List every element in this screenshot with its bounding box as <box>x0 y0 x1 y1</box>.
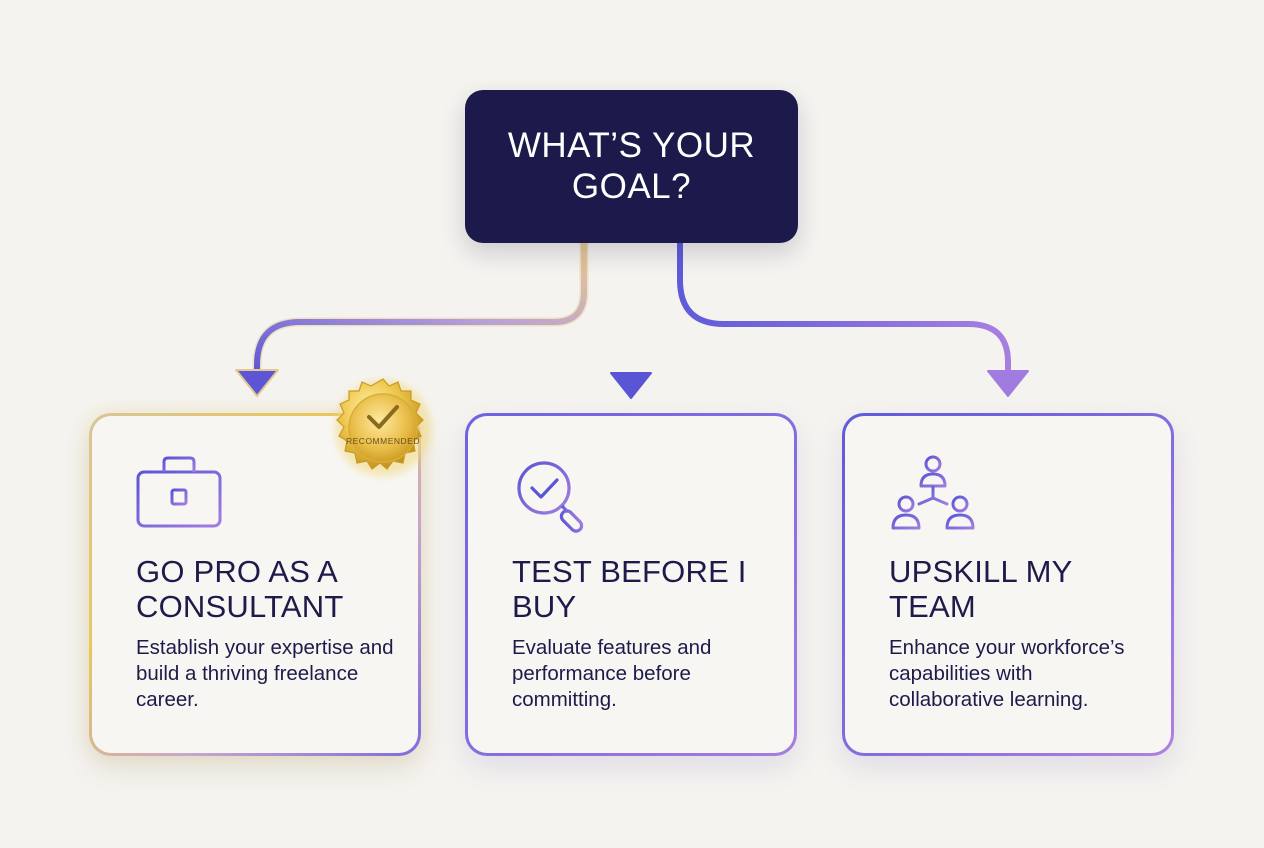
briefcase-icon <box>136 456 222 528</box>
recommended-badge-label: RECOMMENDED <box>346 436 420 446</box>
goal-title: WHAT’S YOUR GOAL? <box>507 125 756 206</box>
recommended-seal <box>335 378 431 476</box>
option-card-team[interactable]: UPSKILL MY TEAM Enhance your workforce’s… <box>842 413 1174 756</box>
option-description: Establish your expertise and build a thr… <box>136 636 394 711</box>
arrow-to-consultant <box>235 238 589 397</box>
option-title: GO PRO AS A CONSULTANT <box>136 554 344 624</box>
check-icon <box>367 405 399 429</box>
arrow-to-team <box>677 240 1029 397</box>
option-title: UPSKILL MY TEAM <box>889 554 1072 624</box>
option-description: Evaluate features and performance before… <box>512 636 712 711</box>
option-card-test[interactable]: TEST BEFORE I BUY Evaluate features and … <box>465 413 797 756</box>
option-title: TEST BEFORE I BUY <box>512 554 747 624</box>
option-card-consultant[interactable]: GO PRO AS A CONSULTANT Establish your ex… <box>89 413 421 756</box>
magnifier-check-icon <box>517 461 584 533</box>
goal-question-box: WHAT’S YOUR GOAL? <box>465 90 798 243</box>
arrow-to-test <box>610 240 652 399</box>
team-network-icon <box>891 455 975 530</box>
option-description: Enhance your workforce’s capabilities wi… <box>889 636 1125 711</box>
